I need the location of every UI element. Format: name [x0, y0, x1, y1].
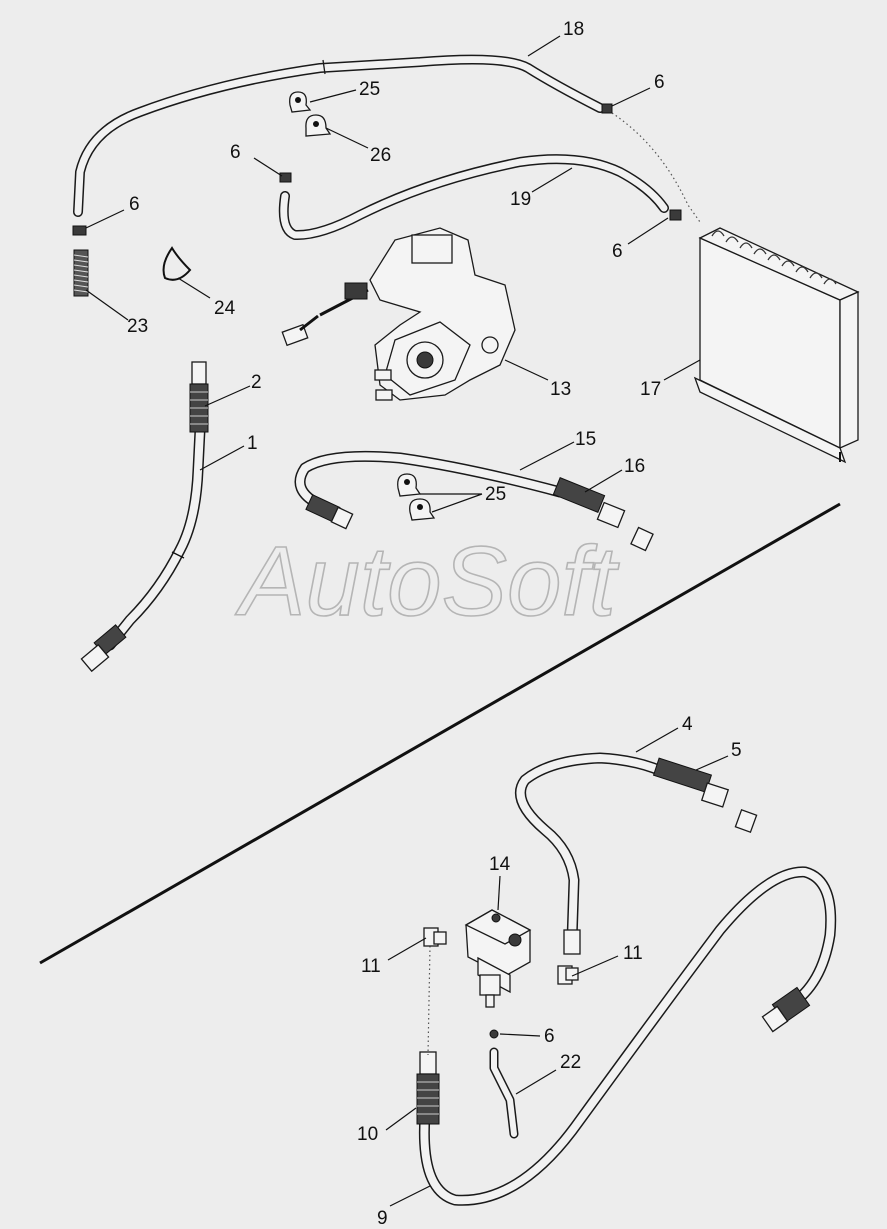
- callout-11-left: 11: [361, 956, 381, 977]
- callout-6-radiator: 6: [612, 241, 623, 262]
- callout-16: 16: [624, 456, 645, 477]
- callout-23: 23: [127, 316, 148, 337]
- callout-1: 1: [247, 433, 258, 454]
- watermark-text: AutoSoft: [235, 526, 620, 636]
- fuel-pump-13: [281, 227, 516, 401]
- fitting-16: [630, 526, 654, 552]
- callout-10: 10: [357, 1124, 378, 1145]
- callout-5: 5: [731, 740, 742, 761]
- hose-15: [294, 450, 566, 511]
- callout-11-right: 11: [623, 943, 643, 964]
- hose-end-1-bottom: [80, 624, 127, 673]
- clamp-6-left: [72, 225, 87, 236]
- clip-25-lower: [397, 473, 436, 521]
- hose-1: [104, 424, 206, 651]
- spring-23: [73, 249, 89, 297]
- clamp-6-radiator: [669, 209, 682, 221]
- callout-9: 9: [377, 1208, 388, 1229]
- callout-13: 13: [550, 379, 571, 400]
- callout-22: 22: [560, 1052, 581, 1073]
- hose-end-10: [416, 1051, 440, 1125]
- hose-end-9-right: [761, 986, 811, 1033]
- fitting-5: [734, 808, 758, 834]
- hose-22: [489, 1047, 519, 1139]
- callout-6-left: 6: [129, 194, 140, 215]
- leader-lines: [85, 35, 729, 1207]
- hose-9: [418, 866, 837, 1206]
- clamp-6-lower: [489, 1029, 499, 1039]
- hose-end-15-left: [305, 494, 354, 530]
- callout-15: 15: [575, 429, 596, 450]
- hose-19: [278, 154, 669, 241]
- callout-6-lower: 6: [544, 1026, 555, 1047]
- cooler-17: [693, 227, 860, 464]
- clamp-6-top-right: [601, 103, 613, 114]
- elbow-fitting-11-left: [423, 927, 447, 947]
- callout-25-top: 25: [359, 79, 380, 100]
- callout-19: 19: [510, 189, 531, 210]
- callout-24: 24: [214, 298, 236, 319]
- callout-6-top-right: 6: [654, 72, 665, 93]
- clip-25-top: [289, 91, 312, 113]
- callout-25-lower: 25: [485, 484, 506, 505]
- hose-end-2: [189, 361, 209, 433]
- callout-4: 4: [682, 714, 693, 735]
- callout-2: 2: [251, 372, 262, 393]
- clip-26: [305, 114, 332, 137]
- hose-4: [515, 752, 676, 946]
- callout-26: 26: [370, 145, 391, 166]
- callout-14: 14: [489, 854, 511, 875]
- clamp-6-mid: [279, 172, 292, 183]
- connection-dotted-18: [611, 112, 701, 223]
- hose-18: [73, 54, 605, 217]
- hose-end-5: [652, 757, 730, 808]
- callout-6-mid: 6: [230, 142, 241, 163]
- hose-end-4-bottom: [563, 929, 581, 955]
- valve-14: [464, 909, 532, 1008]
- hose-end-16: [552, 477, 626, 529]
- elbow-fitting-11-right: [557, 965, 579, 985]
- section-divider: [39, 502, 841, 965]
- callout-17: 17: [640, 379, 661, 400]
- tie-strap-24: [162, 246, 192, 281]
- callout-18: 18: [563, 19, 584, 40]
- connection-dotted-10: [427, 945, 431, 1056]
